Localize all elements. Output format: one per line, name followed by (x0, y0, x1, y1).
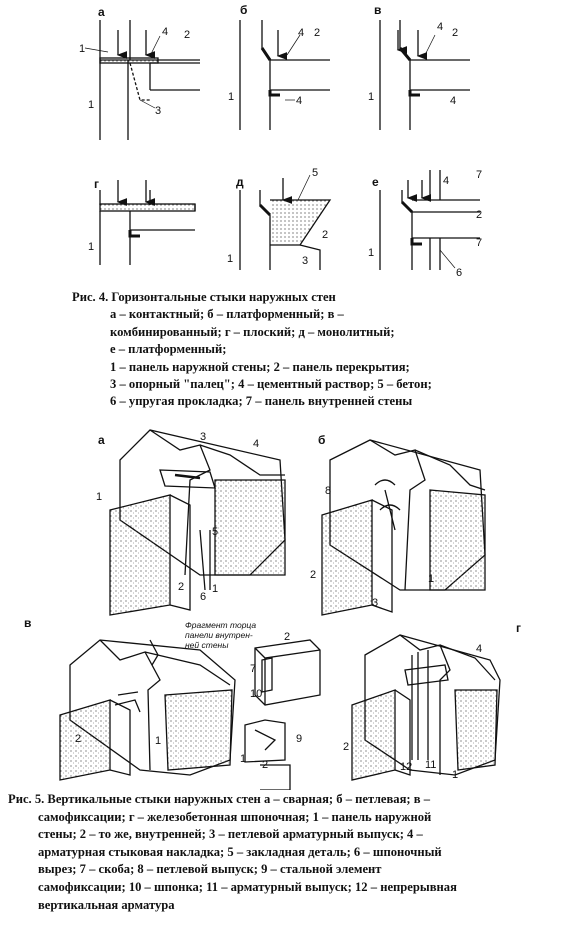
panel-label-b: б (240, 3, 247, 17)
fig5-label-1-a2: 1 (212, 583, 218, 595)
label-4-b2: 4 (296, 95, 302, 107)
fig5-label-9-c: 9 (296, 733, 302, 745)
fig5-label-10-c: 10 (250, 688, 262, 700)
fig4-caption-line: 1 – панель наружной стены; 2 – панель пе… (110, 359, 410, 374)
fig4-caption-line: е – платформенный; (110, 342, 227, 357)
vjoint-b-loop: б (318, 433, 486, 616)
figure-5-drawings: а 3 4 1 5 2 6 1 б 8 2 1 3 в (24, 429, 521, 790)
label-4-a: 4 (162, 26, 168, 38)
fig4-caption-line: комбинированный; г – плоский; д – моноли… (110, 324, 395, 339)
label-2-f: 2 (476, 209, 482, 221)
label-2-a: 2 (184, 29, 190, 41)
joint-b-platform: б (239, 3, 330, 130)
joint-d-flat: г (94, 177, 196, 265)
fig5-panel-label-a: а (98, 433, 105, 447)
fig5-caption-line: вырез; 7 – скоба; 8 – петлевой выпуск; 9… (38, 862, 382, 877)
fig5-label-7-c: 7 (250, 663, 256, 675)
fig4-caption-line: а – контактный; б – платформенный; в – (110, 307, 344, 322)
panel-label-c: в (374, 3, 381, 17)
fig5-label-2-c: 2 (75, 733, 81, 745)
fig5-caption-line: самофиксации; 10 – шпонка; 11 – арматурн… (38, 879, 457, 894)
fig5-label-8-b: 8 (325, 485, 331, 497)
panel-label-a: а (98, 5, 105, 19)
fig5-label-2-a: 2 (178, 581, 184, 593)
label-4-c2: 4 (450, 95, 456, 107)
label-1-f: 1 (368, 247, 374, 259)
fig5-label-6-a: 6 (200, 591, 206, 603)
label-1-a1: 1 (79, 43, 85, 55)
label-5-e: 5 (312, 167, 318, 179)
label-3-e: 3 (302, 255, 308, 267)
label-2-e: 2 (322, 229, 328, 241)
label-7-f: 7 (476, 169, 482, 181)
inset-note-line: ней стены (185, 640, 229, 650)
fig5-label-11-d: 11 (425, 759, 436, 771)
label-4-f: 4 (443, 175, 449, 187)
fig4-caption-line: 3 – опорный "палец"; 4 – цементный раств… (110, 377, 432, 392)
fig5-label-3-b: 3 (372, 597, 378, 609)
joint-c-combined: в (374, 3, 470, 130)
fig5-panel-label-b: б (318, 433, 325, 447)
fig5-label-12-d: 12 (400, 761, 412, 773)
fig5-label-4-d: 4 (476, 643, 482, 655)
fig5-caption-line: вертикальная арматура (38, 897, 175, 912)
fig5-label-2-b: 2 (310, 569, 316, 581)
label-1-b: 1 (228, 91, 234, 103)
fig5-caption-line: самофиксации; г – железобетонная шпоночн… (38, 809, 432, 824)
fig5-panel-label-c: в (24, 616, 31, 630)
label-7-f2: 7 (476, 237, 482, 249)
fig5-caption-title: Рис. 5. Вертикальные стыки наружных стен… (8, 792, 431, 806)
figure-4-drawings: а 1 1 4 2 3 б 4 2 1 4 в 4 2 1 4 (79, 3, 482, 279)
fig5-label-1-a: 1 (96, 491, 102, 503)
panel-label-d: г (94, 177, 99, 191)
label-4-b: 4 (298, 27, 304, 39)
fig5-label-4-a: 4 (253, 438, 259, 450)
joint-e-monolithic: д (236, 174, 332, 270)
label-1-e: 1 (227, 253, 233, 265)
label-6-f: 6 (456, 267, 462, 279)
fig5-label-1-c: 1 (155, 735, 161, 747)
inset-note-line: панели внутрен- (185, 630, 253, 640)
fig5-label-2-d: 2 (343, 741, 349, 753)
joint-a-contact: а (84, 5, 200, 140)
panel-label-e: д (236, 175, 244, 189)
vjoint-a-welded: а (98, 429, 286, 616)
label-1-d: 1 (88, 241, 94, 253)
fig5-label-1-b: 1 (428, 573, 434, 585)
label-4-c: 4 (437, 21, 443, 33)
label-1-c: 1 (368, 91, 374, 103)
label-2-b: 2 (314, 27, 320, 39)
fig5-label-2-c2: 2 (262, 759, 268, 771)
label-2-c: 2 (452, 27, 458, 39)
fig4-caption-line: 6 – упругая прокладка; 7 – панель внутре… (110, 394, 413, 409)
fig5-label-2-c-inset: 2 (284, 631, 290, 643)
fig5-label-3-a: 3 (200, 431, 206, 443)
vjoint-d-keyed: г (351, 621, 521, 781)
figure-4-caption: Рис. 4. Горизонтальные стыки наружных ст… (72, 289, 542, 411)
fig5-caption-line: арматурная стыковая накладка; 5 – заклад… (38, 844, 442, 859)
figure-5-caption: Рис. 5. Вертикальные стыки наружных стен… (8, 791, 560, 914)
panel-label-f: е (372, 175, 379, 189)
joint-f-platform: е (372, 170, 480, 270)
fig5-caption-line: стены; 2 – то же, внутренней; 3 – петлев… (38, 827, 423, 842)
fig5-label-1-d: 1 (452, 769, 458, 781)
fig5-label-5-a: 5 (212, 526, 218, 538)
fig5-panel-label-d: г (516, 621, 521, 635)
vjoint-c-selffix: в (24, 616, 321, 790)
fig4-caption-title: Рис. 4. Горизонтальные стыки наружных ст… (72, 290, 336, 304)
inset-note-line: Фрагмент торца (185, 620, 256, 630)
fig5-label-1-c2: 1 (240, 753, 246, 765)
label-1-a2: 1 (88, 99, 94, 111)
label-3-a: 3 (155, 105, 161, 117)
